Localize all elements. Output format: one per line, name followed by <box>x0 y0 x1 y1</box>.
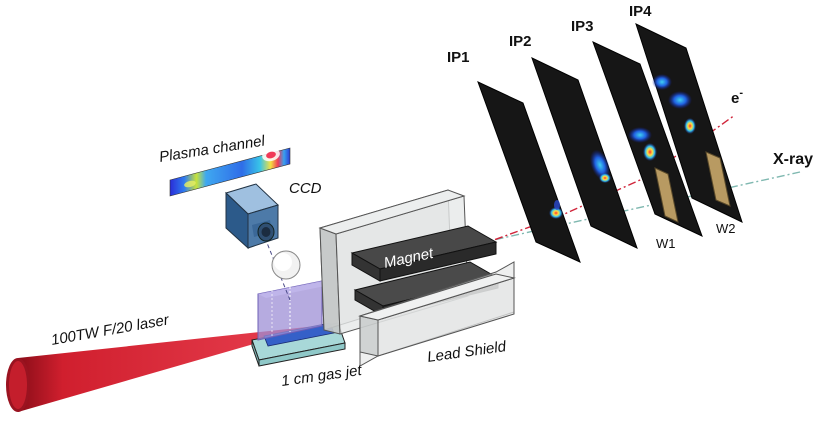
ip3-label: IP3 <box>571 18 594 35</box>
filter-w1 <box>654 167 679 223</box>
filter-w2 <box>705 151 731 207</box>
plasma-region <box>257 280 330 341</box>
ip1-label: IP1 <box>447 49 470 66</box>
ip2-label: IP2 <box>509 33 532 50</box>
xray-label: X-ray <box>773 151 813 168</box>
image-plate-ip2 <box>531 57 638 249</box>
ccd-camera <box>225 183 279 250</box>
lead-shield-label: Lead Shield <box>426 338 507 366</box>
gas-jet-label: 1 cm gas jet <box>280 362 363 390</box>
ccd-label: CCD <box>289 180 322 197</box>
electron-symbol: e <box>731 90 739 107</box>
plasma-channel-image <box>169 147 291 197</box>
electron-label: e- <box>731 87 743 107</box>
image-plate-ip3 <box>592 41 703 237</box>
image-plate-ip1 <box>477 81 581 263</box>
ip4-label: IP4 <box>629 3 652 20</box>
lens <box>271 250 301 280</box>
w2-label: W2 <box>716 221 736 236</box>
lead-shield-front <box>358 261 516 367</box>
electron-charge: - <box>739 87 743 99</box>
laser-cone <box>6 326 316 412</box>
w1-label: W1 <box>656 236 676 251</box>
laser-label: 100TW F/20 laser <box>50 311 171 349</box>
